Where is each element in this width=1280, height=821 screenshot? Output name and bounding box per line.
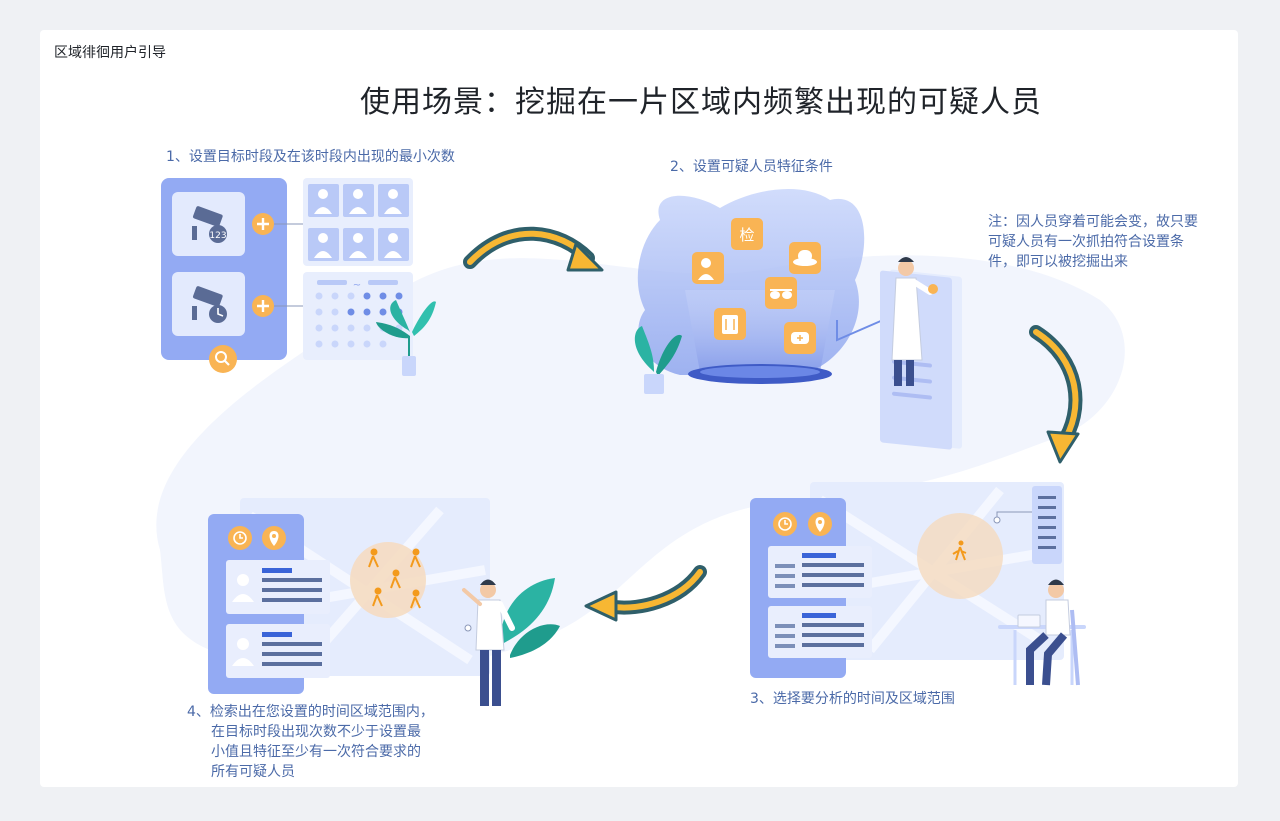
- svg-text:123: 123: [209, 231, 226, 241]
- location-icon: [808, 512, 832, 536]
- camera-card-2: [172, 272, 245, 336]
- search-icon: [209, 345, 237, 373]
- presenter-figure: [462, 579, 515, 706]
- area-circle: [917, 513, 1003, 599]
- camera-clock-icon: [192, 286, 227, 323]
- mask-icon: [784, 322, 816, 354]
- step3-illustration: [750, 482, 1086, 686]
- person-card-icon: [692, 252, 724, 284]
- svg-text:~: ~: [353, 280, 361, 291]
- step4-label: 4、检索出在您设置的时间区域范围内， 在目标时段出现次数不少于设置最 小值且特征…: [187, 702, 434, 782]
- svg-text:综合信息: 综合信息: [888, 218, 945, 241]
- note-text: 注：因人员穿着可能会变，故只要可疑人员有一次抓拍符合设置条件，即可以被挖掘出来: [988, 214, 1198, 270]
- flow-arrow-1: [463, 226, 604, 272]
- scenario-illustration: 123: [156, 178, 1125, 706]
- plus-icon: [252, 295, 274, 317]
- calendar-dots: [315, 292, 403, 348]
- doctor-figure: [891, 257, 938, 386]
- location-icon: [262, 526, 286, 550]
- inspect-icon: 检: [731, 218, 763, 250]
- hat-icon: [789, 242, 821, 274]
- plant-icon: [376, 300, 436, 376]
- step3-label: 3、选择要分析的时间及区域范围: [750, 691, 955, 707]
- side-list: [1032, 486, 1062, 564]
- camera-icon: 123: [192, 206, 227, 243]
- page-header-title: 区域徘徊用户引导: [54, 45, 166, 61]
- clock-icon: [773, 512, 797, 536]
- step1-label: 1、设置目标时段及在该时段内出现的最小次数: [166, 149, 455, 165]
- person-icon: [314, 189, 402, 258]
- area-circle: [350, 542, 426, 618]
- flow-arrow-3: [584, 565, 707, 622]
- step1-illustration: 123: [161, 178, 436, 376]
- step4-line: 4、检索出在您设置的时间区域范围内，: [187, 704, 434, 720]
- step4-illustration: [208, 498, 560, 706]
- step2-illustration: 检: [634, 188, 962, 450]
- clock-icon: [228, 526, 252, 550]
- page-title: 使用场景：挖掘在一片区域内频繁出现的可疑人员: [360, 85, 1042, 120]
- step4-line: 在目标时段出现次数不少于设置最: [211, 724, 421, 740]
- step4-line: 小值且特征至少有一次符合要求的: [211, 744, 421, 760]
- plant-icon: [634, 326, 682, 394]
- walker-icon: [368, 548, 421, 609]
- camera-card-1: [172, 192, 245, 256]
- person-icon: [232, 574, 254, 666]
- analyst-figure: [998, 579, 1086, 686]
- glasses-icon: [765, 277, 797, 309]
- flow-arrow-2: [1029, 325, 1083, 464]
- step4-line: 所有可疑人员: [211, 764, 295, 780]
- plus-icon: [252, 213, 274, 235]
- walker-icon: [952, 540, 967, 561]
- step2-label: 2、设置可疑人员特征条件: [670, 159, 833, 175]
- luggage-icon: [714, 308, 746, 340]
- svg-text:检: 检: [739, 226, 754, 244]
- main-card: 区域徘徊用户引导 123: [40, 30, 1238, 787]
